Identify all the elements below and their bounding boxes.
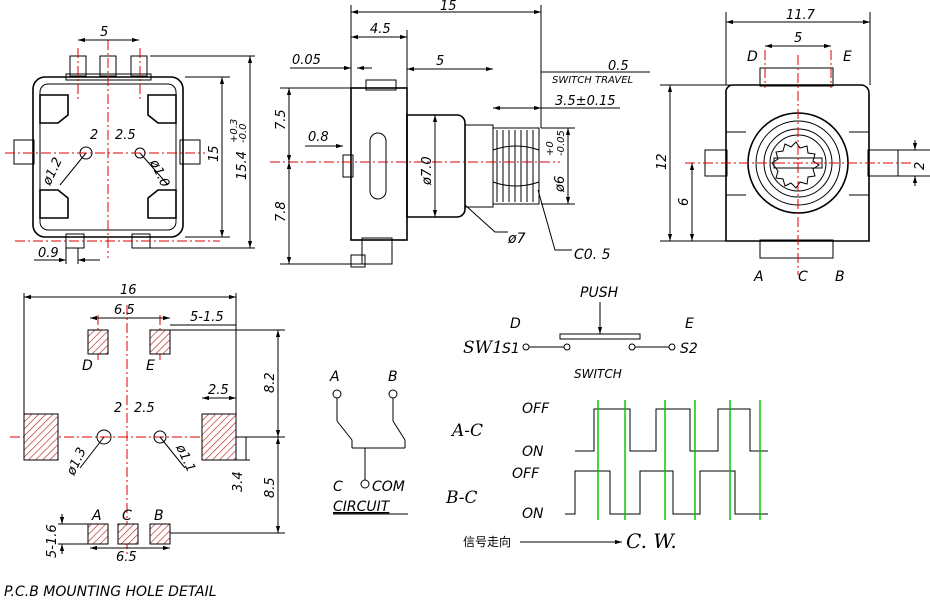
pcb-layout: 16 6.5 5-1.5 D E 8.2 8.5 3.4 2.5 2 2.5 ø… (4, 283, 285, 600)
timing-bc-off: OFF (512, 466, 540, 482)
front-label-a: A (753, 269, 764, 285)
side-tol-plus: +0 (545, 141, 556, 156)
timing-diagram: A-C B-C OFF ON OFF ON 信号走向 C. W. (445, 400, 768, 553)
switch-diagram: PUSH D E SW1 S1 S2 SWITCH (463, 285, 698, 381)
switch-label-e: E (685, 316, 694, 332)
front-dim-11-7: 11.7 (786, 8, 816, 23)
pcb-dim-5-1-6: 5-1.6 (45, 524, 60, 558)
side-dim-15: 15 (440, 0, 457, 14)
pcb-dim-2-5-b: 2.5 (134, 401, 155, 416)
pcb-pad-d (87, 329, 109, 355)
callout-phi-7: ø7 (507, 231, 526, 247)
timing-direction-label: 信号走向 (463, 534, 511, 549)
side-view-body (342, 79, 540, 268)
waveform-b-c (565, 470, 768, 515)
top-dim-15-4: 15.4 (235, 151, 250, 180)
side-dim-4-5: 4.5 (370, 22, 391, 37)
top-dim-15: 15 (207, 145, 222, 162)
side-view: 15 4.5 0.05 5 0.5 SWITCH TRAVEL 3.5±0.15… (270, 0, 650, 268)
pcb-hole-right (153, 430, 167, 444)
pcb-label-e: E (146, 358, 155, 374)
side-dim-0-8: 0.8 (308, 130, 329, 145)
shaft-serration (771, 141, 820, 189)
pcb-dim-6-5: 6.5 (114, 303, 135, 318)
top-dim-2-5: 2.5 (115, 128, 136, 143)
front-dim-5: 5 (794, 31, 802, 46)
switch-travel-label: SWITCH TRAVEL (552, 75, 633, 86)
pcb-dim-2: 2 (114, 401, 122, 416)
circuit-diagram: A B C COM CIRCUIT (329, 369, 408, 515)
switch-s1: S1 (502, 341, 520, 357)
front-label-d: D (747, 49, 758, 65)
pcb-dim-16: 16 (120, 283, 137, 298)
pcb-pad-c (117, 523, 139, 545)
waveform-a-c (575, 408, 768, 452)
circuit-label-b: B (388, 369, 398, 385)
timing-bc-on: ON (522, 506, 544, 522)
pcb-pad-b (149, 523, 171, 545)
top-dim-phi-1-0: ø1.0 (146, 156, 172, 189)
timing-label-b-c: B-C (445, 488, 478, 508)
circuit-caption: CIRCUIT (333, 499, 391, 515)
side-tol-minus: -0.05 (556, 130, 567, 156)
switch-caption: SWITCH (574, 367, 622, 381)
pcb-pad-e (149, 329, 171, 355)
pcb-label-b: B (154, 508, 164, 524)
front-label-e: E (843, 49, 852, 65)
pcb-pad-right (201, 413, 237, 461)
side-dim-3-5: 3.5±0.15 (555, 94, 616, 109)
pcb-dim-2-5: 2.5 (208, 383, 229, 398)
pcb-label-c: C (122, 508, 132, 524)
front-dim-2: 2 (913, 162, 928, 170)
top-dim-phi-1-2: ø1.2 (40, 155, 66, 188)
front-label-b: B (835, 269, 845, 285)
pcb-label-d: D (82, 358, 93, 374)
pcb-dim-6-5-b: 6.5 (116, 550, 137, 565)
timing-cw-label: C. W. (626, 529, 677, 553)
pcb-dim-3-4: 3.4 (231, 471, 246, 492)
side-dim-0-05: 0.05 (292, 53, 321, 68)
side-dim-7-8: 7.8 (274, 201, 289, 222)
side-dim-0-5: 0.5 (608, 59, 629, 74)
pcb-caption: P.C.B MOUNTING HOLE DETAIL (4, 584, 217, 600)
pcb-dim-phi-1-3: ø1.3 (64, 445, 90, 478)
side-dim-7-5: 7.5 (274, 109, 289, 130)
side-dim-phi-7-0: ø7.0 (420, 156, 435, 186)
switch-s2: S2 (680, 341, 698, 357)
switch-sw1: SW1 (463, 338, 503, 358)
pcb-pad-a (87, 523, 109, 545)
circuit-label-a: A (329, 369, 340, 385)
side-dim-phi-6: ø6 (553, 176, 568, 193)
timing-label-a-c: A-C (450, 421, 483, 441)
timing-ac-on: ON (522, 444, 544, 460)
top-tol-minus: -0.0 (238, 123, 249, 143)
side-dim-5: 5 (436, 54, 444, 69)
front-view: 11.7 5 D E 12 6 2 A C B (655, 8, 930, 285)
pcb-pad-left (23, 413, 59, 461)
callout-c0-5: C0. 5 (574, 247, 611, 263)
timing-ac-off: OFF (522, 401, 550, 417)
top-dim-0-9: 0.9 (38, 246, 59, 261)
top-tol-plus: +0.3 (229, 119, 240, 143)
top-view-body (13, 55, 201, 249)
pcb-dim-phi-1-1: ø1.1 (172, 441, 198, 474)
switch-label-d: D (510, 316, 521, 332)
pcb-dim-8-2: 8.2 (263, 372, 278, 393)
front-dim-12: 12 (655, 153, 670, 170)
front-label-c: C (798, 269, 808, 285)
circuit-label-com: COM (372, 479, 405, 495)
circuit-label-c: C (333, 479, 343, 495)
top-dim-2: 2 (90, 128, 98, 143)
switch-push-label: PUSH (580, 285, 619, 301)
switch-actuator (559, 333, 641, 340)
pcb-hole-left (96, 429, 112, 445)
pcb-label-a: A (91, 508, 102, 524)
pcb-dim-8-5: 8.5 (263, 477, 278, 498)
front-dim-6: 6 (677, 198, 692, 206)
top-view: 5 2 2.5 ø1.2 ø1.0 15 15.4 +0.3 -0.0 0.9 (5, 25, 255, 264)
pcb-dim-5-1-5: 5-1.5 (190, 310, 224, 325)
top-dim-5: 5 (100, 25, 108, 40)
